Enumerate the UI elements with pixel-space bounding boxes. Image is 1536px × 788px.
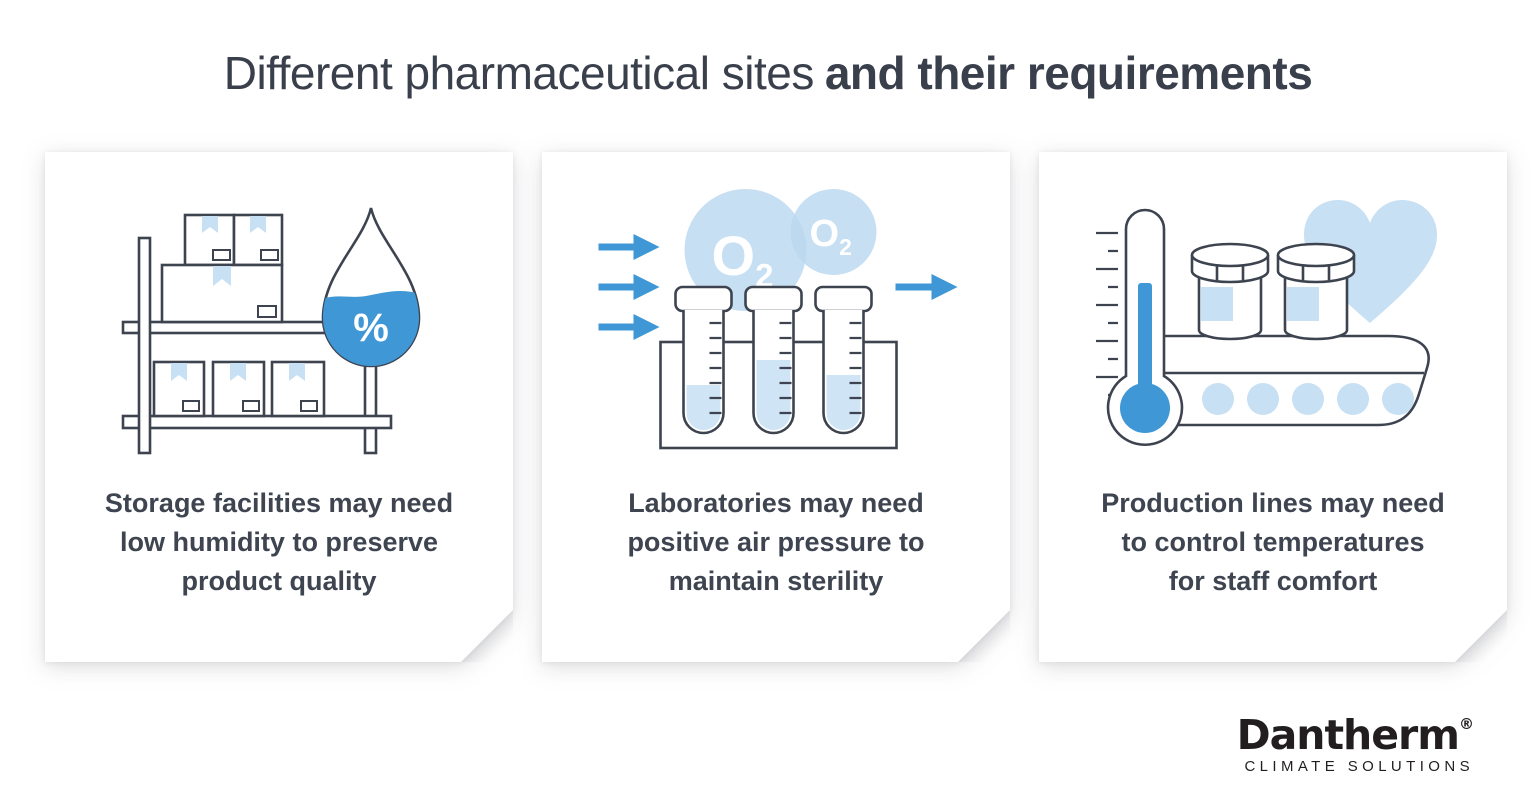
arrow-right-icon <box>633 274 660 300</box>
belt-roller <box>1292 383 1324 415</box>
card-storage: % Storage facilities may need low humidi… <box>45 152 513 662</box>
conveyor-belt <box>1146 334 1430 427</box>
box-label <box>212 249 231 261</box>
ribbon-tag <box>230 363 246 381</box>
boxes-top-tier <box>160 213 284 324</box>
jar-label <box>1287 287 1319 321</box>
o2-bubble-small <box>790 189 877 275</box>
tube-liquid <box>686 385 721 430</box>
boxes-bottom-tier <box>152 360 326 418</box>
caption-line: Laboratories may need <box>628 488 924 518</box>
box-label <box>242 400 260 412</box>
mercury-bulb <box>1120 383 1170 433</box>
card-production-surface: Production lines may need to control tem… <box>1039 152 1507 662</box>
thermometer-icon <box>1096 208 1184 447</box>
box-label <box>260 249 279 261</box>
test-tube <box>814 285 873 435</box>
ribbon-tag <box>289 363 305 381</box>
tube-liquid <box>826 375 861 430</box>
airflow-in-arrows <box>598 234 660 340</box>
o2-bubble-large <box>684 189 807 311</box>
medicine-jar <box>1190 242 1270 341</box>
ribbon-tag <box>171 363 187 381</box>
caption-line: Storage facilities may need <box>104 488 454 518</box>
humidity-droplet-icon: % <box>321 207 421 368</box>
belt-roller <box>1247 383 1279 415</box>
box-label <box>300 400 318 412</box>
card-caption: Production lines may need to control tem… <box>1039 484 1507 601</box>
belt-roller <box>1337 383 1369 415</box>
arrow-right-icon <box>633 234 660 260</box>
registered-mark: ® <box>1459 715 1474 733</box>
card-caption: Laboratories may need positive air press… <box>542 484 1010 601</box>
arrow-right-icon <box>633 314 660 340</box>
caption-line: for staff comfort <box>1168 566 1378 596</box>
title-regular: Different pharmaceutical sites <box>223 47 815 99</box>
title-bold: and their requirements <box>824 47 1313 99</box>
jar-label <box>1201 287 1233 321</box>
box-label <box>182 400 200 412</box>
caption-line: to control temperatures <box>1121 527 1425 557</box>
o2-label-small: O2 <box>810 213 852 260</box>
card-laboratories: O2 O2 <box>542 152 1010 662</box>
ribbon-tag <box>250 216 266 233</box>
ribbon-tag <box>213 266 231 286</box>
thermometer-scale <box>1096 231 1118 397</box>
test-tube <box>674 285 733 435</box>
belt-roller <box>1202 383 1234 415</box>
card-production: Production lines may need to control tem… <box>1039 152 1507 662</box>
box-label <box>257 305 277 318</box>
card-storage-surface: % Storage facilities may need low humidi… <box>45 152 513 662</box>
storage-shelf-icon: % <box>121 207 421 455</box>
caption-line: low humidity to preserve <box>119 527 439 557</box>
oxygen-bubbles: O2 O2 <box>684 189 877 311</box>
shelf-left-post <box>137 236 152 455</box>
caption-line: product quality <box>181 566 377 596</box>
droplet-water-fill <box>323 291 419 366</box>
caption-line: Production lines may need <box>1101 488 1445 518</box>
airflow-out-arrow <box>895 274 958 300</box>
caption-line: maintain sterility <box>668 566 884 596</box>
caption-line: positive air pressure to <box>627 527 925 557</box>
mercury-column <box>1138 283 1152 398</box>
medicine-jar <box>1276 242 1356 341</box>
cards-row: % Storage facilities may need low humidi… <box>45 152 1507 662</box>
logo-wordmark: Dantherm® <box>1237 702 1474 757</box>
logo-name-text: Dantherm <box>1236 711 1460 759</box>
card-caption: Storage facilities may need low humidity… <box>45 484 513 601</box>
laboratory-test-tubes-icon: O2 O2 <box>598 189 958 450</box>
o2-label-large: O2 <box>712 224 774 294</box>
tube-liquid <box>756 360 791 430</box>
ribbon-tag <box>202 216 218 233</box>
test-tube <box>744 285 803 435</box>
card-laboratories-surface: O2 O2 <box>542 152 1010 662</box>
shelf-rack <box>121 236 393 455</box>
dantherm-logo: Dantherm® CLIMATE SOLUTIONS <box>1237 702 1474 775</box>
production-line-icon <box>1096 200 1437 447</box>
percent-label: % <box>353 306 389 350</box>
belt-roller <box>1382 383 1414 415</box>
arrow-right-icon <box>931 274 958 300</box>
logo-tagline: CLIMATE SOLUTIONS <box>1244 758 1474 775</box>
